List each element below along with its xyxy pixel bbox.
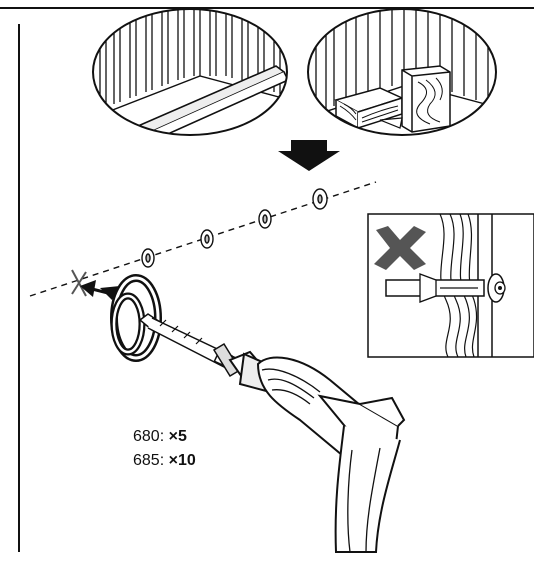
cross-mark-icon — [374, 226, 426, 270]
washer-marker — [312, 188, 328, 210]
washer-marker — [141, 248, 155, 268]
drill-line — [29, 181, 377, 297]
wood-block-detail — [307, 8, 497, 136]
washer-markers — [141, 188, 328, 268]
rotation-arrow-icon — [100, 274, 162, 362]
drill-icon — [228, 350, 406, 553]
incorrect-method-inset — [367, 213, 534, 358]
quantity-count: ×10 — [168, 452, 196, 469]
washer-marker — [258, 209, 272, 229]
quantity-count: ×5 — [168, 428, 187, 445]
down-arrow-icon — [278, 140, 340, 171]
washer-marker — [200, 229, 214, 249]
quantity-line-685: 685: ×10 — [133, 452, 196, 470]
quantity-line-680: 680: ×5 — [133, 428, 187, 446]
drill-bit — [138, 313, 242, 378]
floor-channel-detail — [92, 8, 288, 136]
model-number: 685: — [133, 452, 165, 469]
start-point-x-icon — [71, 269, 87, 297]
model-number: 680: — [133, 428, 165, 445]
